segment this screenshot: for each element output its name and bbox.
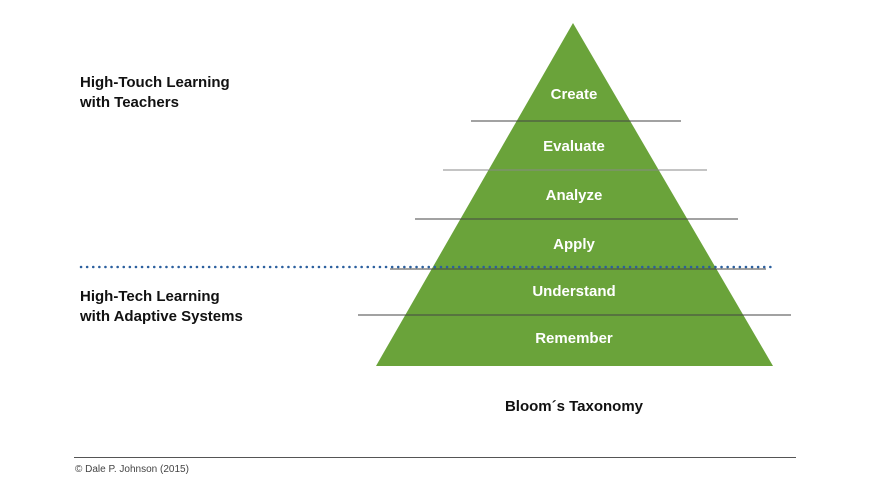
high-tech-learning-label: High-Tech Learning with Adaptive Systems — [80, 287, 243, 327]
high-touch-learning-label: High-Touch Learning with Teachers — [80, 73, 230, 113]
level-label-understand: Understand — [532, 283, 615, 300]
high-touch-line-1: High-Touch Learning — [80, 74, 230, 91]
level-label-remember: Remember — [535, 330, 613, 347]
high-tech-line-1: High-Tech Learning — [80, 288, 220, 305]
pyramid-triangle — [376, 23, 773, 366]
footer-divider — [74, 457, 796, 458]
level-label-create: Create — [551, 86, 598, 103]
copyright-notice: © Dale P. Johnson (2015) — [75, 464, 189, 475]
high-touch-line-2: with Teachers — [80, 94, 179, 111]
level-label-analyze: Analyze — [546, 187, 603, 204]
level-label-evaluate: Evaluate — [543, 138, 605, 155]
diagram-caption: Bloom´s Taxonomy — [504, 398, 644, 415]
level-label-apply: Apply — [553, 236, 595, 253]
high-tech-line-2: with Adaptive Systems — [80, 308, 243, 325]
